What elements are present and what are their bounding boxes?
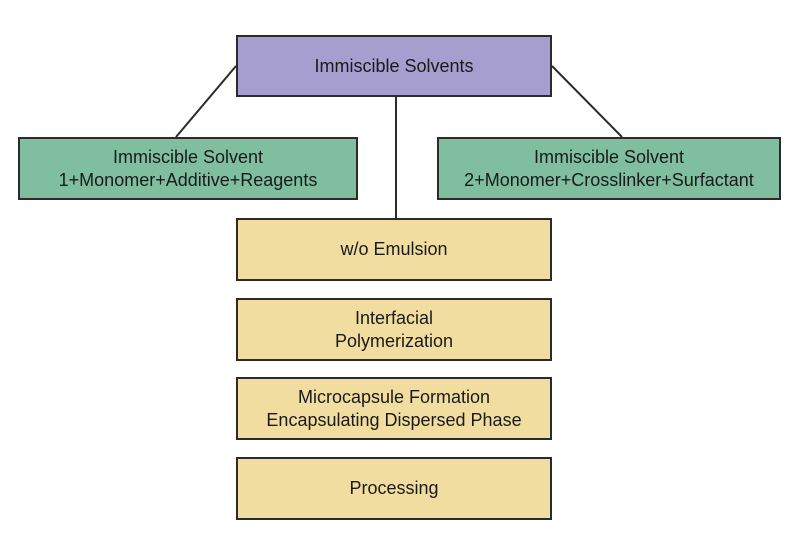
right-branch-line1: Immiscible Solvent <box>533 146 685 167</box>
root-node-immiscible-solvents: Immiscible Solvents <box>236 35 552 97</box>
step-interfacial-line2: Polymerization <box>334 330 454 351</box>
left-branch-line2: 1+Monomer+Additive+Reagents <box>58 169 318 190</box>
step-interfacial-line1: Interfacial <box>354 307 434 328</box>
step-emulsion-label: w/o Emulsion <box>340 239 448 259</box>
connector-root-to-left <box>175 65 237 138</box>
step-node-interfacial-polymerization: Interfacial Polymerization <box>236 298 552 361</box>
step-microcapsule-line2: Encapsulating Dispersed Phase <box>266 409 522 430</box>
step-node-processing: Processing <box>236 457 552 520</box>
left-branch-line1: Immiscible Solvent <box>112 146 264 167</box>
right-branch-node: Immiscible Solvent 2+Monomer+Crosslinker… <box>437 137 781 200</box>
connector-root-to-right <box>551 65 623 138</box>
step-microcapsule-line1: Microcapsule Formation <box>297 386 491 407</box>
left-branch-node: Immiscible Solvent 1+Monomer+Additive+Re… <box>18 137 358 200</box>
step-processing-label: Processing <box>349 478 439 498</box>
step-node-microcapsule-formation: Microcapsule Formation Encapsulating Dis… <box>236 377 552 440</box>
step-node-emulsion: w/o Emulsion <box>236 218 552 281</box>
root-node-label: Immiscible Solvents <box>314 55 474 76</box>
right-branch-line2: 2+Monomer+Crosslinker+Surfactant <box>464 169 754 190</box>
